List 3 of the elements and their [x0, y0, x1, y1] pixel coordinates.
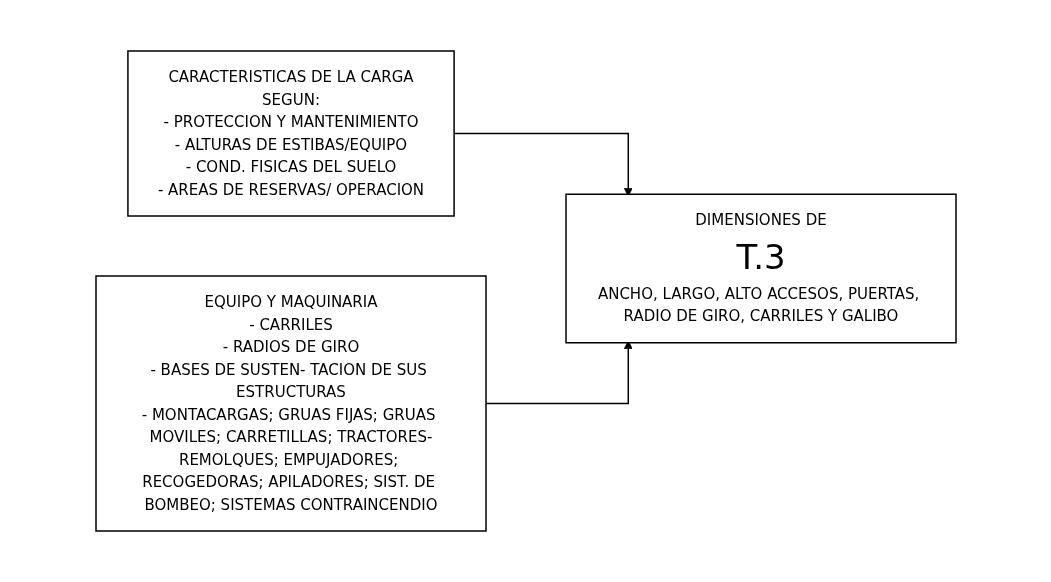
node-box: EQUIPO Y MAQUINARIA - CARRILES - RADIOS DE GIRO - BASES DE SUSTEN- TACION DE SUS ESTRUCTURAS - MONTACARGAS; GRUAS FIJAS; GRUAS MOVILES; CARRETILLAS; TRACTORES-REMOLQUES; EMPUJADORES; RECOGEDORAS; APILADORES; SIST. DE BOMBEO; SISTEMAS CONTRAINCENDIO	[94, 275, 487, 532]
node-box: DIMENSIONES DE T.3 ANCHO, LARGO, ALTO ACCESOS, PUERTAS, RADIO DE GIRO, CARRILES Y GALIBO	[564, 193, 957, 344]
node-box: CARACTERISTICAS DE LA CARGA SEGUN: - PROTECCION Y MANTENIMIENTO - ALTURAS DE ESTIBAS/EQUIPO - COND. FISICAS DEL SUELO - AREAS DE RESERVAS/ OPERACION	[126, 50, 455, 217]
